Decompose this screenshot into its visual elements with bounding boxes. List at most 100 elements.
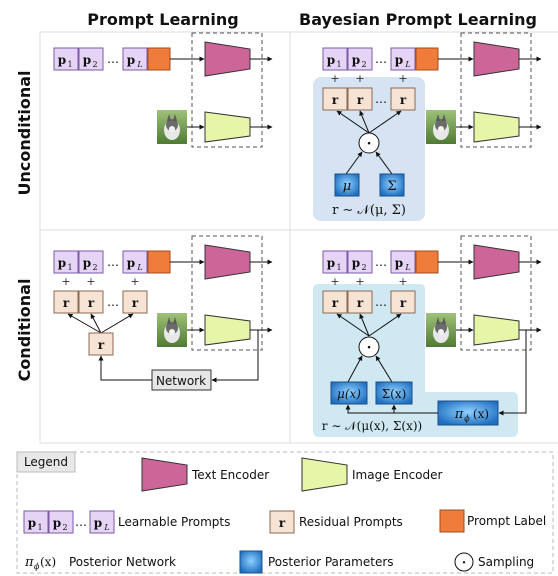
- svg-text:p: p: [327, 256, 335, 270]
- svg-text:r: r: [279, 516, 286, 530]
- sampling-node: [358, 336, 380, 358]
- svg-text:r: r: [357, 93, 364, 107]
- svg-text:ϕ: ϕ: [464, 414, 470, 423]
- posterior-network-box: [437, 400, 499, 426]
- svg-text:…: …: [375, 92, 387, 106]
- column-header-right: Bayesian Prompt Learning: [299, 10, 537, 29]
- residual-single: [88, 332, 114, 356]
- svg-text:r: r: [400, 93, 407, 107]
- svg-text:L: L: [404, 60, 410, 69]
- sampling-node: [358, 132, 380, 154]
- svg-text:r: r: [63, 296, 70, 310]
- svg-text:1: 1: [37, 523, 42, 532]
- svg-text:+: +: [330, 72, 339, 85]
- svg-text:1: 1: [336, 60, 341, 69]
- legend-residual-prompts: Residual Prompts: [299, 515, 403, 529]
- svg-text:1: 1: [336, 263, 341, 272]
- svg-text:r: r: [88, 296, 95, 310]
- panel-conditional-bayesian: p 1 p 2 … p L + + + r r … r ·: [313, 235, 542, 437]
- svg-text:Σ(x): Σ(x): [382, 387, 407, 401]
- svg-text:…: …: [375, 52, 387, 66]
- legend-prompt-label-swatch: [439, 509, 465, 533]
- residual-prompts: r r … r: [322, 290, 416, 314]
- svg-text:p: p: [83, 53, 91, 67]
- legend-posterior-parameters: Posterior Parameters: [268, 555, 394, 569]
- svg-text:+: +: [398, 72, 407, 85]
- legend: Legend Text Encoder Image Encoder p 1 p …: [16, 451, 554, 574]
- legend-image-encoder: Image Encoder: [352, 468, 443, 482]
- posterior-param-sigma: [379, 173, 405, 197]
- svg-text:+: +: [355, 72, 364, 85]
- svg-text:2: 2: [361, 263, 366, 272]
- legend-sampling: Sampling: [478, 555, 534, 569]
- svg-text:p: p: [53, 516, 61, 530]
- svg-text:p: p: [352, 256, 360, 270]
- svg-text:p: p: [83, 256, 91, 270]
- legend-text-encoder-swatch: [141, 457, 188, 492]
- svg-text:·: ·: [462, 556, 467, 571]
- svg-text:p: p: [352, 53, 360, 67]
- network-label: Network: [156, 374, 206, 388]
- legend-sampling-swatch: [454, 552, 474, 572]
- legend-residual-swatch: [269, 510, 295, 534]
- formula-conditional: r ∼ 𝒩(μ(x), Σ(x)): [322, 419, 422, 433]
- svg-text:+: +: [86, 275, 95, 288]
- svg-text:·: ·: [367, 136, 372, 152]
- text-encoder-shape: [204, 41, 251, 77]
- svg-text:2: 2: [92, 60, 97, 69]
- svg-text:r: r: [98, 338, 105, 352]
- svg-text:μ(x): μ(x): [337, 387, 361, 401]
- row-header-bottom: Conditional: [15, 279, 34, 382]
- image-encoder-shape: [204, 111, 251, 143]
- learnable-prompts: p 1 p 2 … p L: [322, 47, 439, 71]
- svg-text:2: 2: [62, 523, 67, 532]
- residual-prompts: r r … r: [53, 290, 148, 314]
- learnable-prompts: p 1 p 2 … p L: [322, 250, 439, 274]
- svg-text:L: L: [404, 263, 410, 272]
- svg-text:…: …: [107, 52, 119, 66]
- legend-learnable-prompts: Learnable Prompts: [118, 515, 230, 529]
- learnable-prompts: p 1 p 2 … p L: [53, 250, 171, 274]
- legend-image-encoder-swatch: [301, 457, 348, 492]
- panel-conditional-prompt-learning: p 1 p 2 … p L + + + r r … r r: [53, 235, 273, 391]
- svg-text:…: …: [375, 255, 387, 269]
- svg-text:p: p: [395, 256, 403, 270]
- legend-title: Legend: [24, 455, 68, 469]
- column-header-left: Prompt Learning: [87, 10, 238, 29]
- svg-text:L: L: [136, 263, 142, 272]
- learnable-prompts: p 1 p 2 … p L: [53, 47, 171, 71]
- svg-text:…: …: [375, 295, 387, 309]
- svg-text:(x): (x): [40, 555, 56, 569]
- svg-text:r: r: [332, 93, 339, 107]
- legend-posterior-parameters-swatch: [239, 550, 263, 574]
- svg-text:·: ·: [367, 340, 372, 356]
- panel-unconditional-prompt-learning: p 1 p 2 … p L: [53, 32, 273, 148]
- svg-text:+: +: [61, 275, 70, 288]
- svg-text:L: L: [103, 523, 109, 532]
- svg-text:ϕ: ϕ: [34, 562, 40, 571]
- panel-unconditional-bayesian: p 1 p 2 … p L + + + r r … r ·: [313, 32, 542, 221]
- posterior-param-sigma-x: [375, 381, 413, 405]
- posterior-param-mu: [334, 173, 360, 197]
- svg-text:+: +: [355, 275, 364, 288]
- svg-text:…: …: [107, 255, 119, 269]
- svg-text:p: p: [58, 53, 66, 67]
- formula-unconditional: r ∼ 𝒩(μ, Σ): [332, 203, 406, 218]
- svg-text:μ: μ: [343, 179, 351, 194]
- row-header-top: Unconditional: [15, 71, 34, 196]
- residual-prompts: r r … r: [322, 87, 416, 111]
- svg-text:2: 2: [361, 60, 366, 69]
- svg-text:π: π: [454, 407, 464, 422]
- svg-text:p: p: [395, 53, 403, 67]
- posterior-param-mu-x: [330, 381, 368, 405]
- svg-text:L: L: [136, 60, 142, 69]
- svg-text:r: r: [332, 296, 339, 310]
- svg-text:r: r: [357, 296, 364, 310]
- svg-text:r: r: [400, 296, 407, 310]
- svg-text:+: +: [130, 275, 139, 288]
- legend-text-encoder: Text Encoder: [191, 468, 269, 482]
- svg-text:2: 2: [92, 263, 97, 272]
- svg-text:p: p: [28, 516, 36, 530]
- prompt-label-box: [147, 47, 171, 71]
